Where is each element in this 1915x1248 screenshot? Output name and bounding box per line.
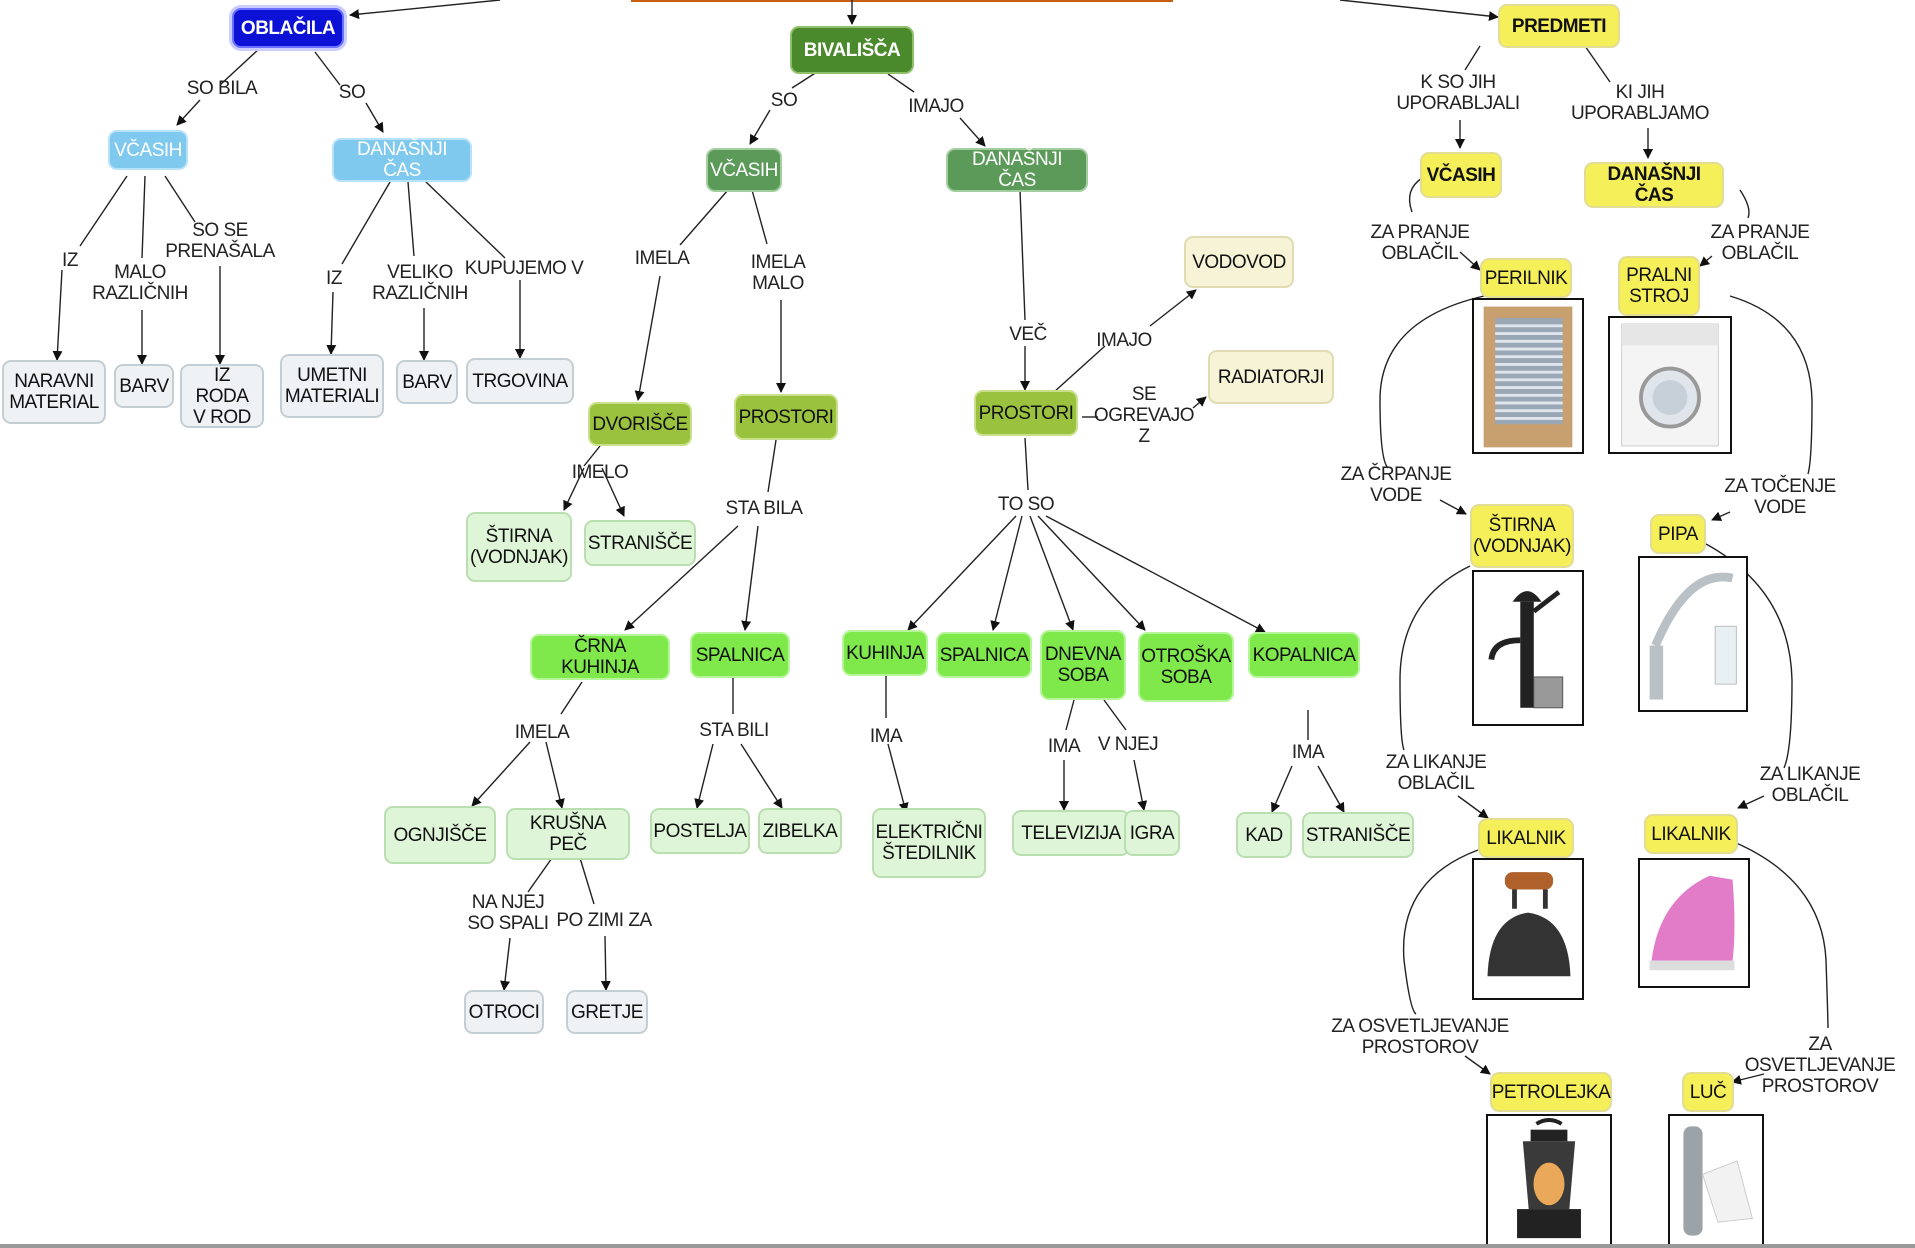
link-k-so-jih-uporabljali: K SO JIH UPORABLJALI bbox=[1396, 72, 1520, 114]
node-stranisce-dvorisce[interactable]: STRANIŠČE bbox=[584, 520, 696, 566]
link-za-tocenje-vode: ZA TOČENJE VODE bbox=[1724, 476, 1836, 518]
node-bivalisca-vcasih[interactable]: VČASIH bbox=[706, 148, 782, 192]
link-za-pranje-oblacil-2: ZA PRANJE OBLAČIL bbox=[1710, 222, 1810, 264]
steam-iron-image bbox=[1638, 858, 1750, 988]
link-imelo: IMELO bbox=[571, 462, 629, 483]
node-vodovod[interactable]: VODOVOD bbox=[1184, 236, 1294, 288]
node-ognjisce[interactable]: OGNJIŠČE bbox=[384, 806, 496, 864]
link-so-se-prenasala: SO SE PRENAŠALA bbox=[165, 220, 275, 262]
node-krusna-pec[interactable]: KRUŠNA PEČ bbox=[506, 808, 630, 860]
node-perilnik[interactable]: PERILNIK bbox=[1480, 258, 1572, 298]
node-predmeti-vcasih[interactable]: VČASIH bbox=[1420, 152, 1502, 198]
link-sta-bila: STA BILA bbox=[725, 498, 803, 519]
node-pralni-stroj[interactable]: PRALNI STROJ bbox=[1618, 256, 1700, 316]
node-oblacila[interactable]: OBLAČILA bbox=[232, 8, 344, 48]
node-crna-kuhinja[interactable]: ČRNA KUHINJA bbox=[530, 634, 670, 680]
node-gretje[interactable]: GRETJE bbox=[566, 990, 648, 1034]
node-naravni-material[interactable]: NARAVNI MATERIAL bbox=[2, 360, 106, 424]
link-imela-malo: IMELA MALO bbox=[750, 252, 806, 294]
node-prostori-danasnji[interactable]: PROSTORI bbox=[974, 390, 1078, 436]
node-igra[interactable]: IGRA bbox=[1124, 810, 1180, 856]
node-stranisce-kopalnica[interactable]: STRANIŠČE bbox=[1302, 812, 1414, 858]
link-veliko-razlicnih: VELIKO RAZLIČNIH bbox=[372, 262, 468, 304]
node-elektricni-stedilnik[interactable]: ELEKTRIČNI ŠTEDILNIK bbox=[872, 808, 986, 878]
link-ima-1: IMA bbox=[869, 726, 903, 747]
cast-iron-iron-image bbox=[1472, 858, 1584, 1000]
water-tap-image bbox=[1638, 556, 1748, 712]
node-dvorisce[interactable]: DVORIŠČE bbox=[588, 402, 692, 446]
link-vec: VEČ bbox=[1009, 324, 1047, 345]
node-predmeti[interactable]: PREDMETI bbox=[1498, 4, 1620, 48]
link-na-njej-so-spali: NA NJEJ SO SPALI bbox=[467, 892, 549, 934]
node-dnevna-soba[interactable]: DNEVNA SOBA bbox=[1040, 630, 1126, 700]
node-stirna-predmeti[interactable]: ŠTIRNA (VODNJAK) bbox=[1470, 504, 1574, 568]
link-ima-3: IMA bbox=[1291, 742, 1325, 763]
node-bivalisca[interactable]: BIVALIŠČA bbox=[790, 26, 914, 74]
link-ima-2: IMA bbox=[1047, 736, 1081, 757]
link-imajo-2: IMAJO bbox=[1096, 330, 1152, 351]
node-predmeti-danasnji-cas[interactable]: DANAŠNJI ČAS bbox=[1584, 162, 1724, 208]
oil-lamp-image bbox=[1486, 1114, 1612, 1248]
link-ki-jih-uporabljamo: KI JIH UPORABLJAMO bbox=[1570, 82, 1710, 124]
node-radiatorji[interactable]: RADIATORJI bbox=[1208, 350, 1334, 404]
node-pipa[interactable]: PIPA bbox=[1650, 514, 1706, 554]
link-so-bila: SO BILA bbox=[186, 78, 258, 99]
link-v-njej: V NJEJ bbox=[1097, 734, 1159, 755]
node-kopalnica[interactable]: KOPALNICA bbox=[1248, 632, 1360, 678]
water-pump-image bbox=[1472, 570, 1584, 726]
node-likalnik-danasnji[interactable]: LIKALNIK bbox=[1644, 814, 1738, 854]
link-za-pranje-oblacil-1: ZA PRANJE OBLAČIL bbox=[1370, 222, 1470, 264]
node-kuhinja[interactable]: KUHINJA bbox=[842, 630, 928, 676]
node-luc[interactable]: LUČ bbox=[1682, 1072, 1734, 1112]
link-imela-2: IMELA bbox=[514, 722, 570, 743]
node-kad[interactable]: KAD bbox=[1236, 812, 1292, 858]
link-za-likanje-oblacil-1: ZA LIKANJE OBLAČIL bbox=[1385, 752, 1487, 794]
node-stirna-dvorisce[interactable]: ŠTIRNA (VODNJAK) bbox=[466, 512, 572, 582]
wall-lamp-image bbox=[1668, 1114, 1764, 1248]
link-se-ogrevajo-z: SE OGREVAJO Z bbox=[1093, 384, 1195, 447]
node-zibelka[interactable]: ZIBELKA bbox=[758, 808, 842, 854]
node-petrolejka[interactable]: PETROLEJKA bbox=[1490, 1072, 1612, 1112]
link-iz-1: IZ bbox=[62, 250, 78, 271]
node-likalnik-vcasih[interactable]: LIKALNIK bbox=[1478, 818, 1574, 858]
link-so-1: SO bbox=[338, 82, 366, 103]
washboard-image bbox=[1472, 298, 1584, 454]
node-oblacila-danasnji-cas[interactable]: DANAŠNJI ČAS bbox=[332, 138, 472, 182]
link-po-zimi-za: PO ZIMI ZA bbox=[556, 910, 652, 931]
node-spalnica-vcasih[interactable]: SPALNICA bbox=[690, 632, 790, 678]
node-otroci[interactable]: OTROCI bbox=[464, 990, 544, 1034]
node-televizija[interactable]: TELEVIZIJA bbox=[1012, 810, 1130, 856]
link-sta-bili: STA BILI bbox=[699, 720, 769, 741]
node-trgovina[interactable]: TRGOVINA bbox=[466, 358, 574, 404]
link-za-osvetljevanje-2: ZA OSVETLJEVANJE PROSTOROV bbox=[1744, 1034, 1896, 1097]
bottom-border bbox=[0, 1244, 1915, 1248]
link-iz-2: IZ bbox=[326, 268, 342, 289]
link-malo-razlicnih: MALO RAZLIČNIH bbox=[92, 262, 188, 304]
node-umetni-materiali[interactable]: UMETNI MATERIALI bbox=[280, 354, 384, 418]
node-prostori-vcasih[interactable]: PROSTORI bbox=[734, 394, 838, 440]
node-oblacila-vcasih[interactable]: VČASIH bbox=[108, 130, 188, 170]
node-barv-2[interactable]: BARV bbox=[396, 360, 458, 404]
node-spalnica-danasnji[interactable]: SPALNICA bbox=[936, 632, 1032, 678]
link-imajo-1: IMAJO bbox=[908, 96, 964, 117]
link-imela-1: IMELA bbox=[634, 248, 690, 269]
link-to-so: TO SO bbox=[997, 494, 1055, 515]
link-za-crpanje-vode: ZA ČRPANJE VODE bbox=[1340, 464, 1452, 506]
link-za-osvetljevanje-1: ZA OSVETLJEVANJE PROSTOROV bbox=[1331, 1016, 1509, 1058]
node-barv-1[interactable]: BARV bbox=[114, 364, 174, 408]
washing-machine-image bbox=[1608, 316, 1732, 454]
node-iz-roda-v-rod[interactable]: IZ RODA V ROD bbox=[180, 364, 264, 428]
link-kupujemo-v: KUPUJEMO V bbox=[464, 258, 584, 279]
link-za-likanje-oblacil-2: ZA LIKANJE OBLAČIL bbox=[1759, 764, 1861, 806]
node-postelja[interactable]: POSTELJA bbox=[650, 808, 750, 854]
node-bivalisca-danasnji-cas[interactable]: DANAŠNJI ČAS bbox=[946, 148, 1088, 192]
node-otroska-soba[interactable]: OTROŠKA SOBA bbox=[1138, 632, 1234, 702]
link-so-2: SO bbox=[770, 90, 798, 111]
